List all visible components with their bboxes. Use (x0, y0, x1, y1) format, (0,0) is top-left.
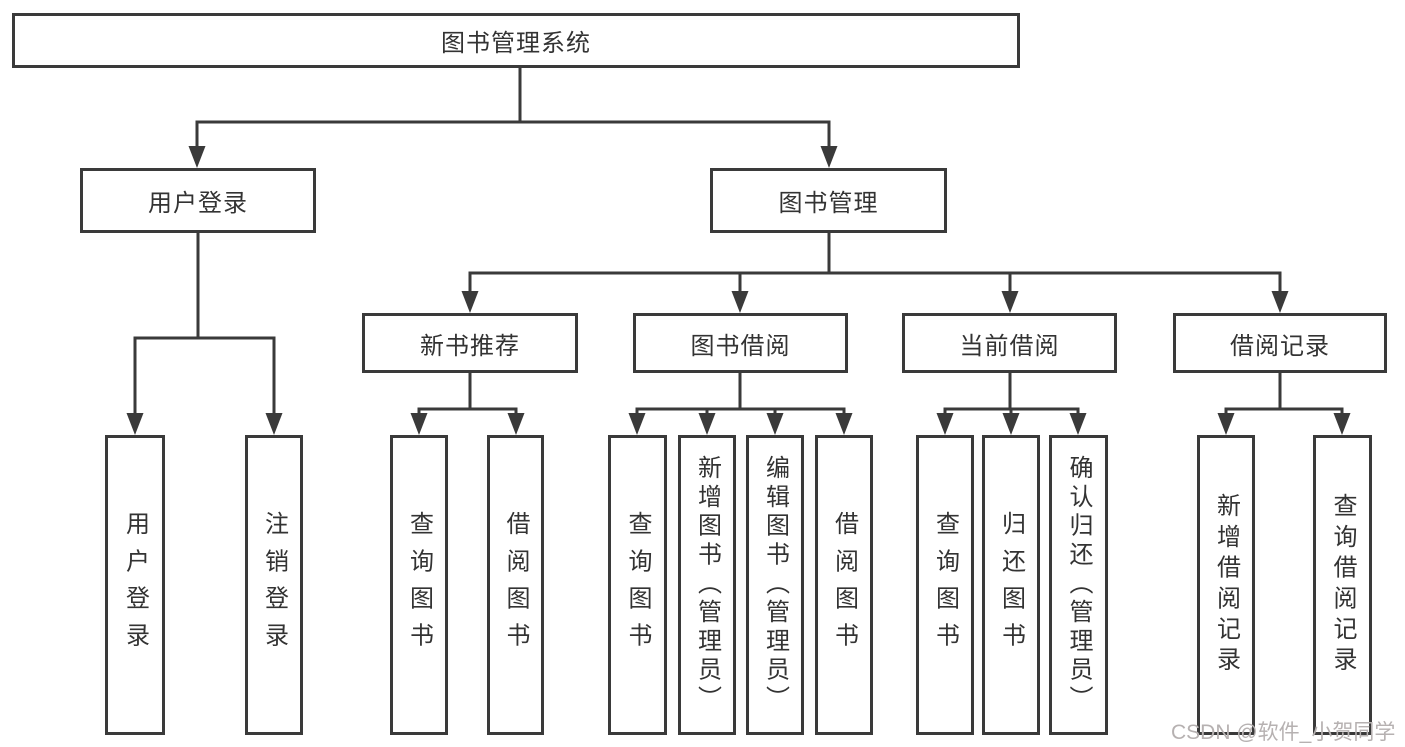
leaf-logout: 注销登录 (245, 435, 303, 735)
leaf-query-books-borrow-label: 查询图书 (624, 510, 651, 660)
node-current-borrow-label: 当前借阅 (959, 332, 1060, 360)
leaf-add-borrow-record: 新增借阅记录 (1197, 435, 1255, 735)
leaf-borrow-books-label: 借阅图书 (830, 510, 858, 660)
leaf-query-borrow-record-label: 查询借阅记录 (1329, 492, 1356, 678)
leaf-add-borrow-record-label: 新增借阅记录 (1212, 492, 1240, 678)
leaf-return-book: 归还图书 (982, 435, 1040, 735)
node-user-login: 用户登录 (80, 168, 316, 233)
leaf-add-book-admin-label: 新增图书（管理员） (693, 455, 721, 715)
node-book-borrow-label: 图书借阅 (690, 332, 791, 360)
leaf-user-login: 用户登录 (105, 435, 165, 735)
leaf-edit-book-admin: 编辑图书（管理员） (746, 435, 804, 735)
node-borrow-records-label: 借阅记录 (1230, 332, 1330, 360)
watermark: CSDN @软件_小贺同学 (1171, 721, 1396, 744)
leaf-confirm-return-admin-label: 确认归还（管理员） (1065, 455, 1092, 715)
leaf-query-books-current-label: 查询图书 (931, 510, 959, 660)
leaf-query-books-borrow: 查询图书 (608, 435, 667, 735)
node-book-management-label: 图书管理 (778, 190, 879, 217)
leaf-query-books-current: 查询图书 (916, 435, 974, 735)
node-borrow-records: 借阅记录 (1173, 313, 1387, 373)
node-user-login-label: 用户登录 (148, 190, 248, 217)
node-new-book-recommend-label: 新书推荐 (420, 332, 520, 360)
leaf-query-books-recommend: 查询图书 (390, 435, 448, 735)
node-book-borrow: 图书借阅 (633, 313, 848, 373)
node-new-book-recommend: 新书推荐 (362, 313, 578, 373)
leaf-logout-label: 注销登录 (260, 510, 288, 660)
node-root-label: 图书管理系统 (441, 30, 591, 57)
node-root: 图书管理系统 (12, 13, 1020, 68)
leaf-add-book-admin: 新增图书（管理员） (678, 435, 736, 735)
leaf-return-book-label: 归还图书 (997, 510, 1025, 660)
leaf-borrow-books-recommend: 借阅图书 (487, 435, 544, 735)
leaf-user-login-label: 用户登录 (121, 510, 149, 660)
node-book-management: 图书管理 (710, 168, 947, 233)
leaf-borrow-books-recommend-label: 借阅图书 (502, 510, 529, 660)
node-current-borrow: 当前借阅 (902, 313, 1117, 373)
leaf-confirm-return-admin: 确认归还（管理员） (1049, 435, 1108, 735)
leaf-edit-book-admin-label: 编辑图书（管理员） (761, 455, 789, 715)
leaf-borrow-books: 借阅图书 (815, 435, 873, 735)
leaf-query-borrow-record: 查询借阅记录 (1313, 435, 1372, 735)
leaf-query-books-recommend-label: 查询图书 (405, 510, 433, 660)
